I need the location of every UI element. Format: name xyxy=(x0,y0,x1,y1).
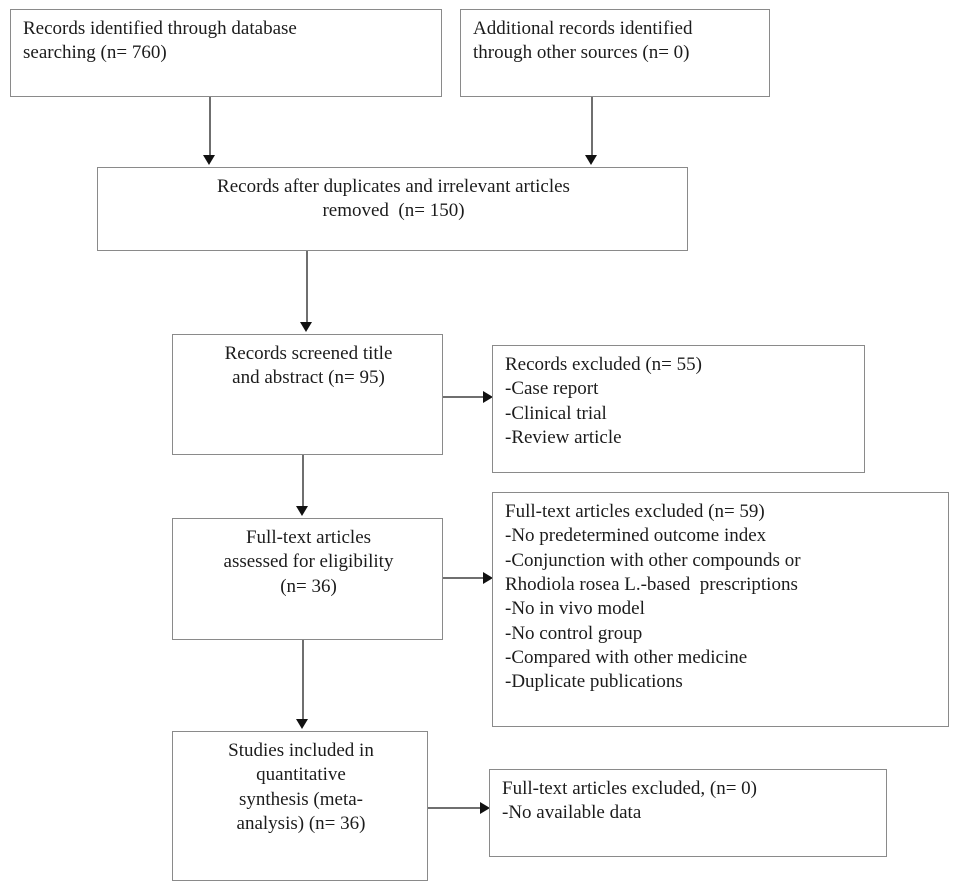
records-identified-database-box: Records identified through database sear… xyxy=(10,9,442,97)
connector-screened-to-eligibility xyxy=(302,455,304,508)
connector-other-sources-to-duplicates xyxy=(591,97,593,157)
connector-database-to-duplicates xyxy=(209,97,211,157)
arrowhead-included-to-no-data xyxy=(480,802,490,814)
records-screened-text: Records screened title and abstract (n= … xyxy=(224,343,393,389)
arrowhead-duplicates-to-screened xyxy=(300,322,312,332)
full-text-assessed-eligibility-box: Full-text articles assessed for eligibil… xyxy=(172,518,443,640)
connector-duplicates-to-screened xyxy=(306,251,308,324)
arrowhead-eligibility-to-included xyxy=(296,719,308,729)
full-text-articles-excluded-text: Full-text articles excluded (n= 59) -No … xyxy=(505,501,801,693)
studies-included-synthesis-text: Studies included in quantitative synthes… xyxy=(228,740,374,834)
studies-included-synthesis-box: Studies included in quantitative synthes… xyxy=(172,731,428,881)
connector-included-to-no-data xyxy=(428,807,483,809)
records-excluded-box: Records excluded (n= 55) -Case report -C… xyxy=(492,345,865,473)
records-after-duplicates-text: Records after duplicates and irrelevant … xyxy=(217,176,570,222)
arrowhead-database-to-duplicates xyxy=(203,155,215,165)
full-text-articles-excluded-box: Full-text articles excluded (n= 59) -No … xyxy=(492,492,949,727)
connector-eligibility-to-fulltext-excluded xyxy=(443,577,486,579)
records-identified-database-text: Records identified through database sear… xyxy=(23,18,297,64)
records-screened-box: Records screened title and abstract (n= … xyxy=(172,334,443,455)
arrowhead-screened-to-excluded xyxy=(483,391,493,403)
full-text-excluded-no-data-box: Full-text articles excluded, (n= 0) -No … xyxy=(489,769,887,857)
additional-records-other-sources-box: Additional records identified through ot… xyxy=(460,9,770,97)
arrowhead-screened-to-eligibility xyxy=(296,506,308,516)
arrowhead-eligibility-to-fulltext-excluded xyxy=(483,572,493,584)
full-text-assessed-eligibility-text: Full-text articles assessed for eligibil… xyxy=(223,527,394,597)
arrowhead-other-sources-to-duplicates xyxy=(585,155,597,165)
records-after-duplicates-box: Records after duplicates and irrelevant … xyxy=(97,167,688,251)
full-text-excluded-no-data-text: Full-text articles excluded, (n= 0) -No … xyxy=(502,778,757,824)
connector-screened-to-excluded xyxy=(443,396,486,398)
additional-records-other-sources-text: Additional records identified through ot… xyxy=(473,18,693,64)
connector-eligibility-to-included xyxy=(302,640,304,721)
records-excluded-text: Records excluded (n= 55) -Case report -C… xyxy=(505,354,702,448)
